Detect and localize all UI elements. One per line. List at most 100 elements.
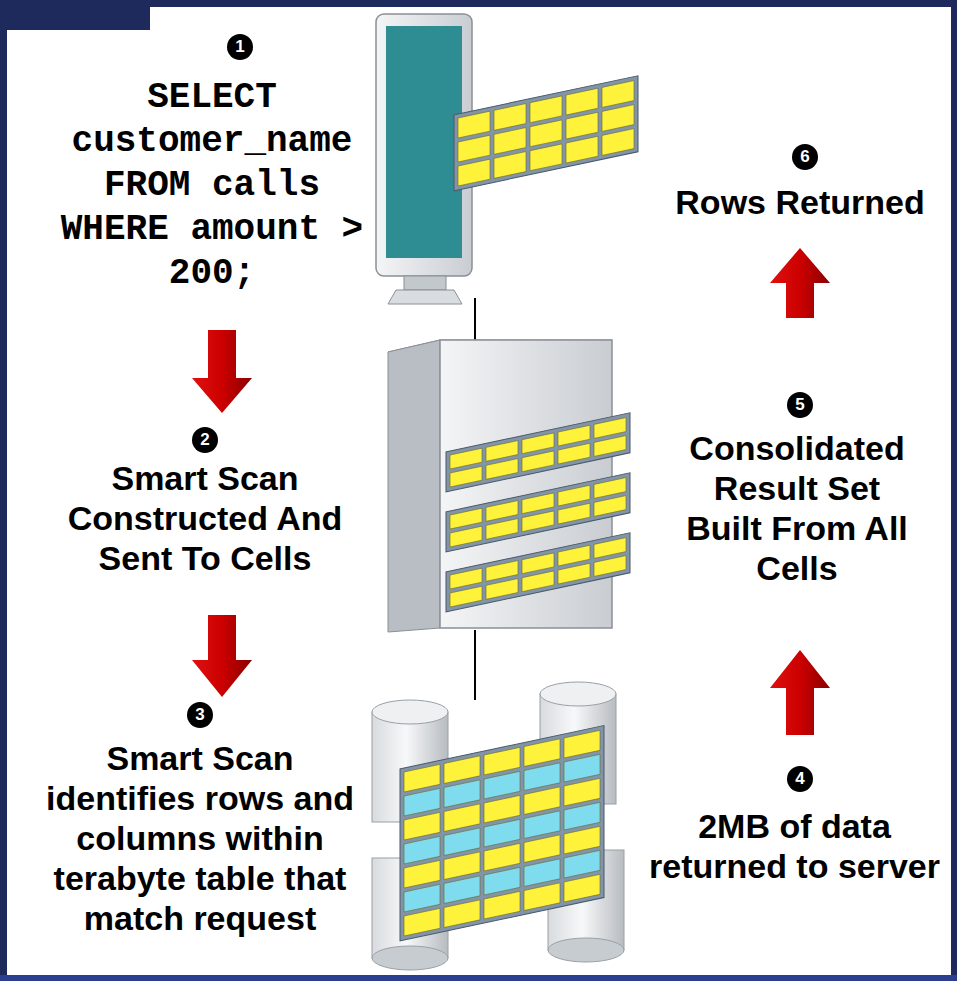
table-grid	[524, 835, 560, 863]
table-grid	[400, 725, 604, 940]
callout-number: 3	[187, 702, 213, 728]
data-grid	[458, 159, 490, 186]
data-grid	[522, 571, 554, 592]
data-grid	[450, 526, 482, 547]
data-grid	[486, 519, 518, 540]
flow-arrow	[192, 615, 252, 697]
table-grid	[484, 891, 520, 919]
data-grid	[594, 478, 626, 499]
table-grid	[564, 826, 600, 854]
data-grid	[522, 553, 554, 574]
data-grid	[486, 441, 518, 462]
data-grid	[458, 111, 490, 138]
table-grid	[484, 867, 520, 895]
data-grid	[602, 105, 634, 132]
data-grid	[530, 120, 562, 147]
table-grid	[524, 763, 560, 791]
data-grid	[446, 533, 630, 612]
table-grid	[404, 788, 440, 816]
table-grid	[524, 739, 560, 767]
connection-wire	[474, 630, 476, 700]
data-grid	[450, 466, 482, 487]
server-icon	[388, 340, 440, 632]
step-label: 2MB of data returned to server	[642, 806, 947, 886]
data-grid	[594, 556, 626, 577]
data-grid	[558, 503, 590, 524]
table-grid	[484, 843, 520, 871]
table-grid	[564, 754, 600, 782]
page-frame	[0, 0, 150, 30]
table-grid	[524, 883, 560, 911]
table-grid	[404, 884, 440, 912]
page-frame	[951, 0, 957, 981]
callout-number: 5	[787, 392, 813, 418]
table-grid	[444, 756, 480, 784]
data-grid	[558, 545, 590, 566]
flow-arrow	[770, 248, 830, 318]
data-grid	[558, 443, 590, 464]
table-grid	[444, 804, 480, 832]
table-grid	[484, 771, 520, 799]
data-grid	[566, 136, 598, 163]
data-grid	[450, 508, 482, 529]
data-grid	[558, 425, 590, 446]
step-label: Consolidated Result Set Built From All C…	[679, 428, 915, 588]
step-label: Rows Returned	[664, 182, 936, 222]
data-grid	[494, 128, 526, 155]
data-grid	[486, 459, 518, 480]
data-grid	[594, 436, 626, 457]
table-grid	[564, 874, 600, 902]
data-grid	[450, 586, 482, 607]
data-grid	[522, 511, 554, 532]
flow-arrow	[192, 330, 252, 413]
table-grid	[484, 819, 520, 847]
data-grid	[494, 152, 526, 179]
table-grid	[404, 764, 440, 792]
table-grid	[444, 852, 480, 880]
disk-cylinder	[372, 682, 624, 970]
table-grid	[404, 812, 440, 840]
monitor-icon	[386, 26, 462, 258]
table-grid	[444, 876, 480, 904]
data-grid	[522, 493, 554, 514]
data-grid	[522, 433, 554, 454]
disk-cylinder	[372, 946, 448, 970]
table-grid	[404, 908, 440, 936]
disk-cylinder	[540, 682, 616, 706]
data-grid	[450, 448, 482, 469]
monitor-icon	[388, 290, 462, 304]
data-grid	[594, 538, 626, 559]
table-grid	[564, 730, 600, 758]
data-grid	[558, 485, 590, 506]
table-grid	[524, 859, 560, 887]
data-grid	[454, 76, 638, 191]
step-label: Smart Scan identifies rows and columns w…	[42, 738, 358, 938]
table-grid	[564, 850, 600, 878]
data-grid	[594, 418, 626, 439]
data-grid	[486, 501, 518, 522]
data-grid	[594, 496, 626, 517]
table-grid	[444, 780, 480, 808]
table-grid	[444, 828, 480, 856]
table-grid	[444, 900, 480, 928]
data-grid	[530, 96, 562, 123]
table-grid	[484, 747, 520, 775]
data-grid	[494, 104, 526, 131]
data-grid	[458, 135, 490, 162]
data-grid	[486, 561, 518, 582]
data-grid	[446, 533, 630, 612]
callout-number: 6	[792, 144, 818, 170]
data-grid	[486, 579, 518, 600]
page-frame	[0, 0, 7, 981]
table-grid	[400, 725, 604, 940]
callout-number: 4	[787, 766, 813, 792]
table-grid	[484, 795, 520, 823]
callout-number: 2	[192, 427, 218, 453]
table-grid	[404, 860, 440, 888]
sql-query: SELECT customer_name FROM calls WHERE am…	[51, 76, 373, 296]
table-grid	[404, 836, 440, 864]
data-grid	[566, 88, 598, 115]
disk-cylinder	[548, 938, 624, 962]
